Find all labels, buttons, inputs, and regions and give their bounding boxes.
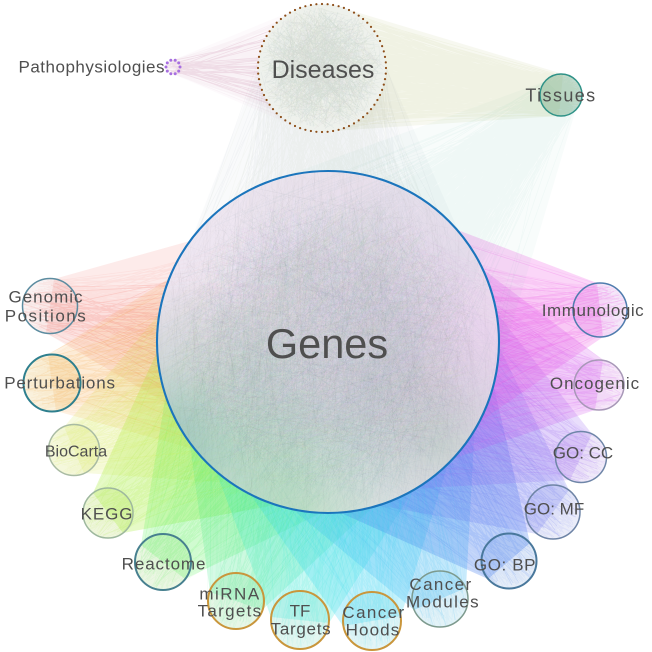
- svg-text:Oncogenic: Oncogenic: [550, 374, 640, 393]
- svg-text:Cancer: Cancer: [409, 575, 472, 594]
- svg-text:Targets: Targets: [198, 602, 263, 621]
- svg-text:TF: TF: [290, 602, 311, 621]
- svg-text:KEGG: KEGG: [81, 505, 134, 524]
- svg-text:Immunologic: Immunologic: [542, 301, 644, 320]
- svg-text:Reactome: Reactome: [122, 555, 207, 574]
- svg-text:Cancer: Cancer: [342, 603, 405, 622]
- svg-text:miRNA: miRNA: [199, 585, 260, 604]
- svg-text:GO: MF: GO: MF: [524, 500, 584, 519]
- svg-text:Perturbations: Perturbations: [4, 374, 116, 393]
- svg-text:Positions: Positions: [5, 307, 87, 326]
- svg-text:Hoods: Hoods: [346, 621, 401, 640]
- svg-text:Genes: Genes: [266, 320, 388, 367]
- svg-text:Diseases: Diseases: [272, 56, 375, 84]
- svg-text:Tissues: Tissues: [525, 86, 596, 106]
- svg-text:Modules: Modules: [406, 593, 480, 612]
- svg-text:Genomic: Genomic: [8, 288, 83, 307]
- svg-text:Pathophysiologies: Pathophysiologies: [19, 58, 165, 77]
- svg-text:GO: BP: GO: BP: [474, 556, 536, 575]
- svg-text:GO: CC: GO: CC: [553, 443, 613, 462]
- svg-text:BioCarta: BioCarta: [45, 444, 107, 461]
- svg-text:Targets: Targets: [271, 620, 332, 639]
